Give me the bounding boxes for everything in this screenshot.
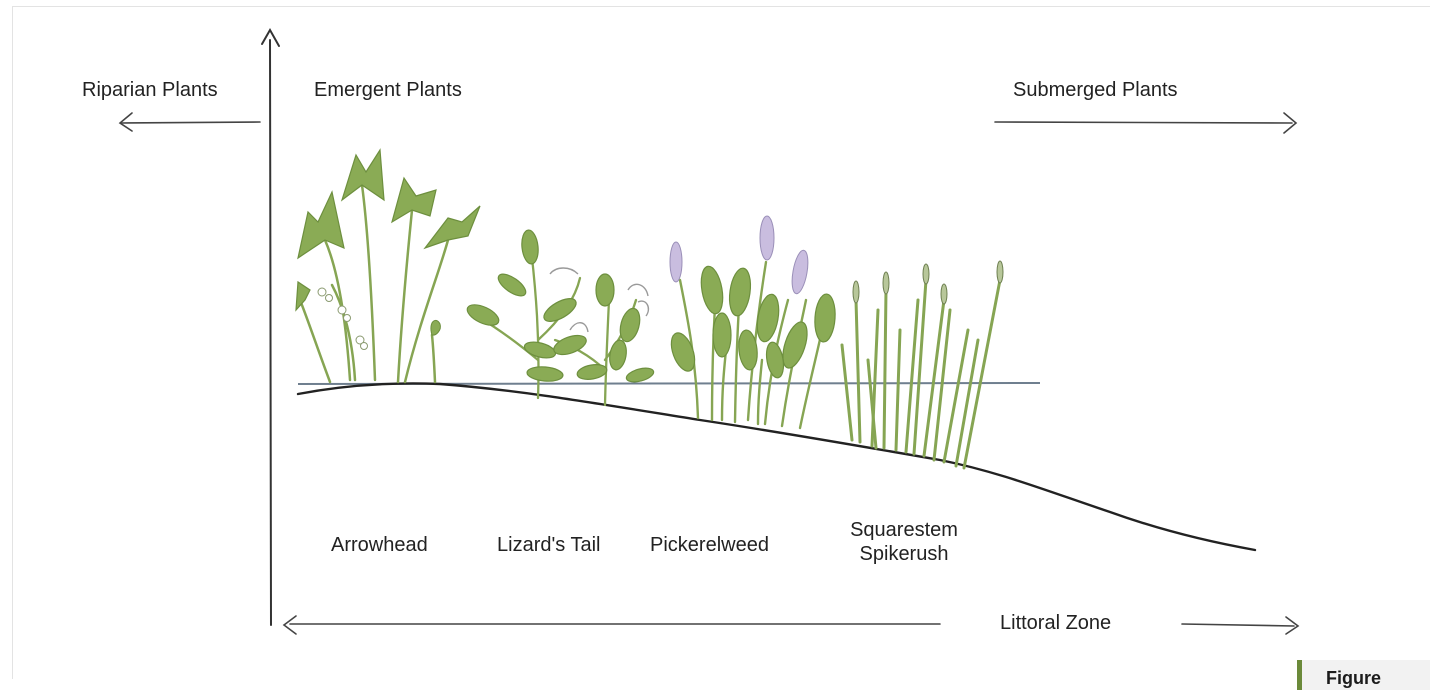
arrowhead-plant [296, 150, 480, 382]
squarestem-spikerush-label: Squarestem Spikerush [849, 518, 959, 566]
lizards-tail-plant [464, 229, 655, 405]
riparian-plants-label: Riparian Plants [82, 78, 218, 102]
ground-profile [298, 383, 1255, 550]
squarestem-spikerush-plant [842, 261, 1003, 468]
figure-caption-tab: Figure [1297, 660, 1430, 690]
submerged-arrow [995, 113, 1296, 133]
squarestem-line: Squarestem [849, 518, 959, 542]
pickerelweed-plant [667, 216, 837, 428]
pickerelweed-label: Pickerelweed [650, 533, 769, 557]
littoral-zone-arrow [284, 616, 1298, 634]
vertical-axis [262, 30, 279, 625]
spikerush-line: Spikerush [849, 542, 959, 566]
emergent-plants-label: Emergent Plants [314, 78, 462, 102]
riparian-arrow [120, 113, 260, 131]
littoral-zone-label: Littoral Zone [1000, 611, 1111, 635]
lizards-tail-label: Lizard's Tail [497, 533, 601, 557]
submerged-plants-label: Submerged Plants [1013, 78, 1178, 102]
arrowhead-label: Arrowhead [331, 533, 428, 557]
